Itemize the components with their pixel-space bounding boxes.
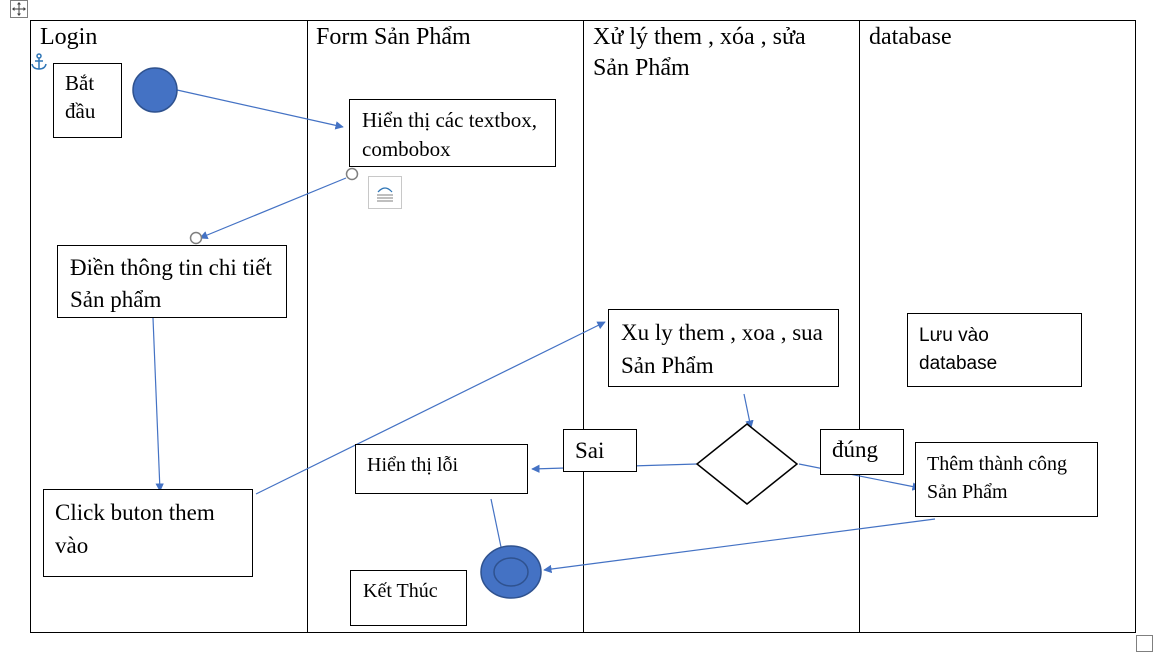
false-label: Sai — [575, 438, 605, 463]
start-label: Bắt đầu — [65, 71, 96, 123]
connector-click-to-process[interactable] — [255, 321, 606, 495]
lane-title-process: Xử lý them , xóa , sửa Sản Phẩm — [593, 24, 806, 81]
save-db-label: Lưu vào database — [919, 325, 998, 374]
start-node[interactable] — [132, 67, 178, 113]
end-label: Kết Thúc — [363, 580, 438, 602]
connector-process-to-decision[interactable] — [743, 393, 754, 429]
end-label-box[interactable]: Kết Thúc — [350, 570, 467, 626]
fill-info-label: Điền thông tin chi tiết Sản phẩm — [70, 255, 272, 312]
false-label-box[interactable]: Sai — [563, 429, 637, 472]
show-error-label: Hiển thị lỗi — [367, 454, 459, 476]
success-label: Thêm thành công Sản Phẩm — [927, 453, 1067, 503]
connector-success-to-end[interactable] — [543, 518, 936, 574]
connector-decision-to-success[interactable] — [798, 463, 921, 491]
decision-diamond[interactable] — [695, 423, 799, 505]
connector-fill-to-click[interactable] — [152, 317, 164, 492]
table-resize-handle[interactable] — [1136, 635, 1153, 652]
end-node-inner — [493, 557, 529, 587]
show-inputs-box[interactable]: Hiển thị các textbox, combobox — [349, 99, 556, 167]
save-db-box[interactable]: Lưu vào database — [907, 313, 1082, 387]
connector-start-to-show[interactable] — [176, 89, 344, 130]
lane-title-form: Form Sản Phẩm — [316, 24, 471, 50]
show-inputs-label: Hiển thị các textbox, combobox — [362, 108, 537, 161]
click-button-box[interactable]: Click buton them vào — [43, 489, 253, 577]
connector-error-to-end[interactable] — [490, 498, 502, 548]
click-button-label: Click buton them vào — [55, 500, 215, 558]
table-move-handle-icon[interactable] — [10, 0, 28, 18]
fill-info-box[interactable]: Điền thông tin chi tiết Sản phẩm — [57, 245, 287, 318]
true-label: đúng — [832, 437, 878, 462]
connector-show-to-fill[interactable] — [199, 177, 347, 240]
success-box[interactable]: Thêm thành công Sản Phẩm — [915, 442, 1098, 517]
lane-title-login: Login — [40, 24, 98, 50]
layout-options-icon[interactable] — [368, 176, 402, 209]
true-label-box[interactable]: đúng — [820, 429, 904, 475]
connector-handle-end[interactable] — [189, 231, 203, 245]
process-box[interactable]: Xu ly them , xoa , sua Sản Phẩm — [608, 309, 839, 387]
lane-title-database: database — [869, 24, 952, 50]
show-error-box[interactable]: Hiển thị lỗi — [355, 444, 528, 494]
start-label-box[interactable]: Bắt đầu — [53, 63, 122, 138]
connector-handle-start[interactable] — [345, 167, 359, 181]
anchor-icon — [31, 53, 47, 70]
process-label: Xu ly them , xoa , sua Sản Phẩm — [621, 320, 823, 378]
